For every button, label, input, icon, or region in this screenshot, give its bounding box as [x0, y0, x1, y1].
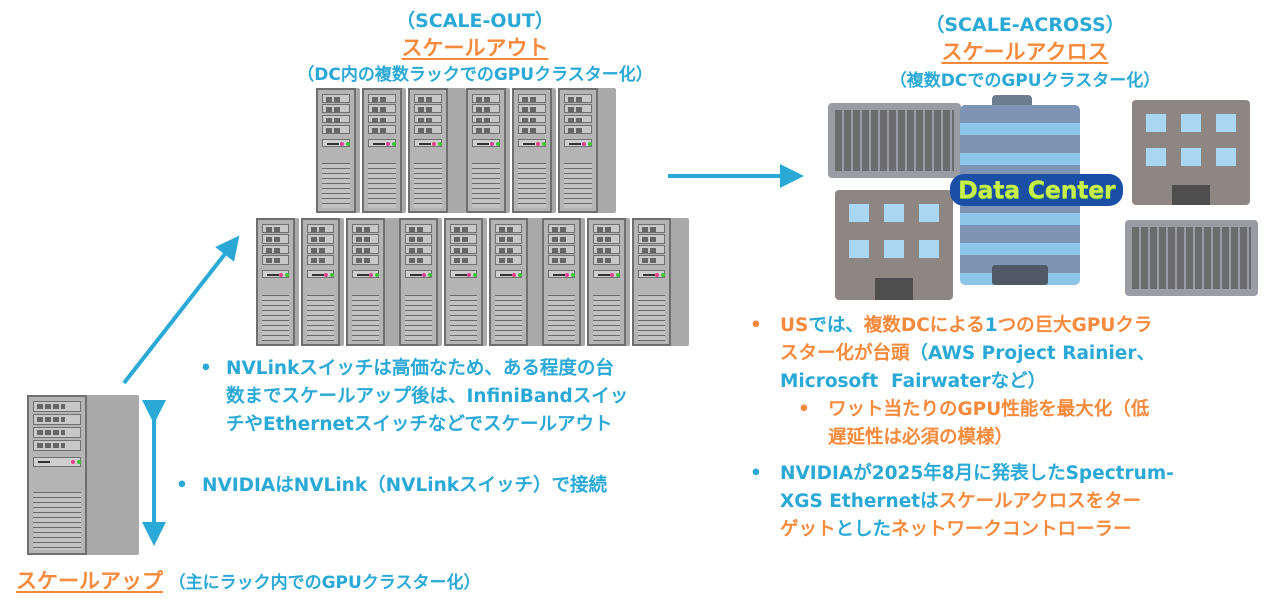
scale-out-title-en: （SCALE-OUT）	[396, 10, 554, 32]
text-span: US	[780, 315, 809, 336]
bullet-1-line-1: USでは、複数DCによる1つの巨大GPUクラ	[780, 312, 1270, 340]
text-span: とした	[835, 519, 892, 540]
vented-building-icon	[828, 103, 961, 178]
bullet-1-line-2: スター化が台頭（AWS Project Rainier、	[780, 340, 1270, 368]
office-building-icon	[835, 190, 953, 300]
vented-building-icon-2	[1125, 220, 1258, 296]
scale-up-subtitle: （主にラック内でのGPUクラスター化）	[168, 573, 481, 593]
server-rack-icon	[301, 218, 344, 346]
scale-out-note-line-1: NVLinkスイッチは高価なため、ある程度の台	[226, 358, 614, 379]
scale-up-title-jp: スケールアップ	[16, 569, 163, 593]
bullet-glyph: •	[750, 463, 762, 484]
server-rack-icon	[512, 88, 556, 213]
bullet-glyph: •	[750, 315, 762, 336]
text-span: スター化が台頭	[780, 343, 910, 364]
scale-up-note-text: NVIDIAはNVLink（NVLinkスイッチ）で接続	[202, 475, 608, 496]
server-rack-icon	[408, 88, 466, 213]
scale-up-note: • NVIDIAはNVLink（NVLinkスイッチ）で接続	[176, 472, 762, 500]
scale-out-note-line-2: 数までスケールアップ後は、InfiniBandスイッ	[226, 386, 629, 407]
text-span: ゲット	[780, 519, 836, 540]
bullet-glyph: •	[200, 358, 212, 379]
diagonal-arrow-icon	[122, 235, 240, 385]
text-span: では、	[808, 315, 864, 336]
datacenter-label: Data Center	[950, 174, 1124, 206]
scale-across-subtitle: （複数DCでのGPUクラスター化）	[889, 71, 1161, 91]
bullet-glyph: •	[176, 475, 188, 496]
scale-across-bullet-2: • NVIDIAが2025年8月に発表したSpectrum- XGS Ether…	[750, 460, 1270, 544]
server-rack-icon	[466, 88, 510, 213]
bullet-2-line-3: ゲットとしたネットワークコントローラー	[780, 516, 1270, 544]
text-span: 複数DCによる	[863, 315, 985, 336]
scale-across-bullet-1: • USでは、複数DCによる1つの巨大GPUクラ スター化が台頭（AWS Pro…	[750, 312, 1270, 396]
scale-out-note-line-3: チやEthernetスイッチなどでスケールアウト	[226, 414, 613, 435]
office-building-icon-2	[1132, 100, 1250, 205]
server-rack-icon	[316, 88, 360, 213]
text-span: ネットワークコントローラー	[891, 519, 1132, 540]
scale-out-title-block: （SCALE-OUT） スケールアウト （DC内の複数ラックでのGPUクラスター…	[230, 6, 720, 85]
text-span: 1	[984, 315, 998, 336]
scale-across-sub-bullet: • ワット当たりのGPU性能を最大化（低 遅延性は必須の模様）	[750, 396, 1270, 452]
scale-up-title-block: スケールアップ （主にラック内でのGPUクラスター化）	[16, 565, 480, 595]
scale-across-title-jp: スケールアクロス	[941, 40, 1109, 64]
scale-out-note: • NVLinkスイッチは高価なため、ある程度の台 数までスケールアップ後は、I…	[200, 355, 766, 439]
datacenter-illustration: Data Center	[820, 95, 1260, 305]
server-rack-icon	[542, 218, 585, 346]
server-rack-icon	[489, 218, 546, 346]
sub-bullet-line-2: 遅延性は必須の模様）	[828, 427, 1014, 448]
scale-across-title-block: （SCALE-ACROSS） スケールアクロス （複数DCでのGPUクラスター化…	[800, 10, 1250, 91]
server-rack-icon	[27, 395, 139, 555]
server-rack-icon	[256, 218, 299, 346]
text-span: つの巨大GPUクラ	[997, 315, 1153, 336]
scale-across-notes: • USでは、複数DCによる1つの巨大GPUクラ スター化が台頭（AWS Pro…	[750, 312, 1270, 544]
scale-across-title-en: （SCALE-ACROSS）	[925, 14, 1125, 36]
scale-out-title-jp: スケールアウト	[401, 36, 549, 60]
server-rack-icon	[587, 218, 630, 346]
server-rack-icon	[399, 218, 442, 346]
rack-cluster-bottom	[256, 218, 689, 348]
text-span: スケールアクロスをター	[938, 491, 1142, 512]
bullet-glyph: •	[798, 399, 810, 420]
server-rack-icon	[346, 218, 403, 346]
server-rack-icon	[444, 218, 487, 346]
sub-bullet-line-1: ワット当たりのGPU性能を最大化（低	[828, 399, 1150, 420]
text-span: XGS Ethernetは	[780, 491, 939, 512]
text-span: （AWS Project Rainier、	[909, 343, 1155, 364]
scale-out-subtitle: （DC内の複数ラックでのGPUクラスター化）	[297, 65, 653, 85]
bullet-1-line-3: Microsoft Fairwaterなど）	[780, 371, 1047, 392]
bullet-2-line-2: XGS Ethernetはスケールアクロスをター	[780, 488, 1270, 516]
bullet-2-line-1: NVIDIAが2025年8月に発表したSpectrum-	[780, 463, 1174, 484]
server-rack-icon	[632, 218, 689, 346]
single-server-rack	[27, 395, 139, 555]
rack-cluster-top	[316, 88, 621, 215]
server-rack-icon	[558, 88, 616, 213]
server-rack-icon	[362, 88, 406, 213]
